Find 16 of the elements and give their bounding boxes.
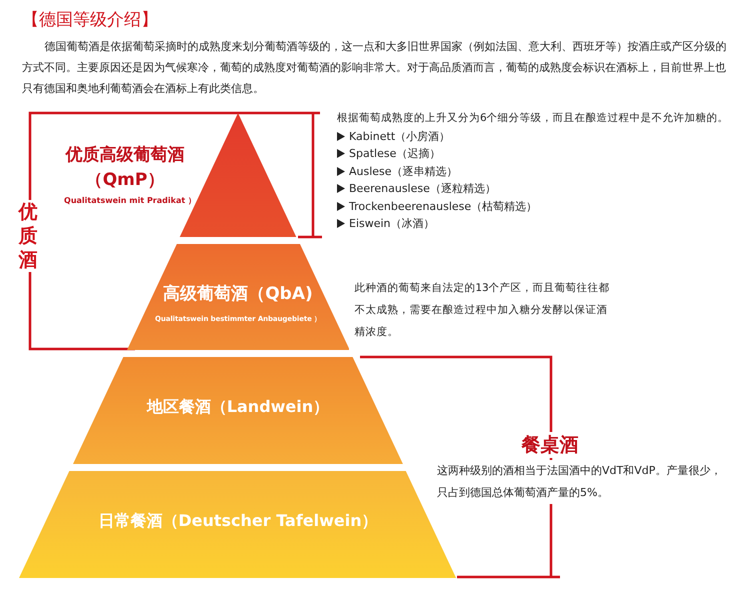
tier-title: 地区餐酒（Landwein） <box>146 397 330 418</box>
list-item: Spatlese（迟摘） <box>349 146 440 161</box>
tier-title: 优质高级葡萄酒（QmP） <box>64 144 186 192</box>
list-item: Trockenbeerenauslese（枯萄精选） <box>349 198 538 214</box>
list-item: Eiswein（冰酒） <box>349 216 435 231</box>
tier-title: 日常餐酒（Deutscher Tafelwein） <box>97 511 379 532</box>
intro-paragraph: 德国葡萄酒是依据葡萄采摘时的成熟度来划分葡萄酒等级的，这一点和大多旧世界国家（例如法国、意大利、西班牙等）按酒庄或产区分级的方式不同。主要原因还是因为气候寒冷，葡萄的成熟度对葡萄酒的影响非常大。对于高品质酒而言，葡萄的成熟度会标识在酒标上，目前世界上也只有德国和奥地利葡萄酒会在酒标上有此类信息。 <box>22 39 728 97</box>
title: 【德国等级介绍】 <box>22 9 158 31</box>
tier-title: 高级葡萄酒（QbA) <box>162 283 314 305</box>
bracket-label: 优质酒 <box>17 200 39 272</box>
description-text: 根据葡萄成熟度的上升又分为6个细分等级，而且在酿造过程中是不允许加糖的。 <box>337 111 729 125</box>
note-text: 此种酒的葡萄来自法定的13个产区，而且葡萄往往都不太成熟，需要在酿造过程中加入糖分发酵以保证酒精浓度。 <box>354 281 611 340</box>
tier-subtitle: Qualitatswein mit Pradikat ） <box>63 195 197 206</box>
list-item: Auslese（逐串精选） <box>349 164 458 178</box>
list-item: Beerenauslese（逐粒精选） <box>349 181 496 196</box>
list-item: Kabinett（小房酒） <box>349 128 450 144</box>
